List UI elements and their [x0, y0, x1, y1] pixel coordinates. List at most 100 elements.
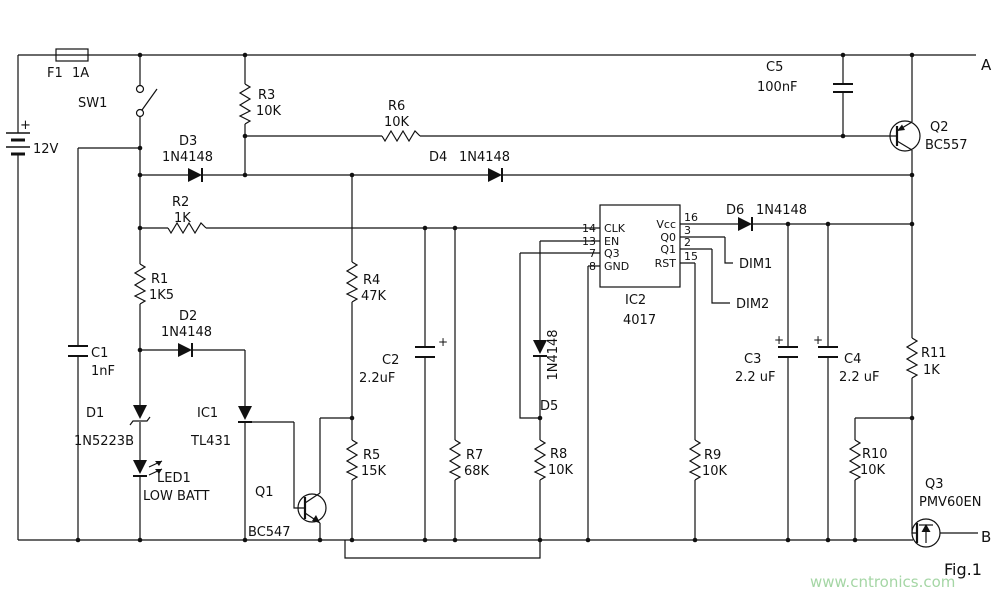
diode-d2 [178, 343, 193, 357]
d1-value-label: 1N5223B [74, 434, 134, 449]
diode-d3 [188, 168, 203, 182]
dim1-terminal-label: DIM1 [739, 257, 772, 272]
r10-value-label: 10K [860, 463, 886, 478]
resistor-r11 [905, 337, 919, 379]
fuse-f1 [55, 48, 89, 62]
diode-d4 [488, 168, 503, 182]
ic2-pin2-number: 2 [684, 236, 691, 249]
ic2-pin3-label: Q0 [660, 231, 676, 244]
r7-value-label: 68K [464, 464, 490, 479]
diode-d6 [738, 217, 753, 231]
sw1-name-label: SW1 [78, 96, 107, 111]
q1-value-label: BC547 [248, 525, 291, 540]
c3-polarity-label: + [774, 333, 784, 347]
ic2-pin3-number: 3 [684, 224, 691, 237]
terminal-b-label: B [981, 528, 991, 546]
d4-value-label: 1N4148 [459, 150, 510, 165]
resistor-r10 [848, 439, 862, 481]
resistor-r1 [133, 263, 147, 305]
led1-value-label: LOW BATT [143, 489, 210, 504]
r4-name-label: R4 [363, 273, 380, 288]
ic2-name-label: IC2 [625, 293, 646, 308]
r3-name-label: R3 [258, 88, 275, 103]
transistor-q2 [889, 120, 921, 152]
capacitor-c1 [68, 345, 88, 357]
c2-polarity-label: + [438, 335, 448, 349]
c4-polarity-label: + [813, 333, 823, 347]
resistors [133, 83, 919, 481]
r11-value-label: 1K [923, 363, 940, 378]
r8-value-label: 10K [548, 463, 574, 478]
zener-d1 [129, 405, 151, 426]
resistor-r3 [238, 83, 252, 125]
c5-value-label: 100nF [757, 80, 798, 95]
shunt-reference-ic1 [238, 406, 252, 423]
watermark-text: www.cntronics.com [810, 573, 955, 591]
ic2-pin15-label: RST [655, 257, 677, 270]
junction-dots [75, 52, 915, 543]
d4-name-label: D4 [429, 150, 447, 165]
labels: F1 1A SW1 + 12V D3 1N4148 R3 10K R6 10K … [20, 56, 992, 591]
r2-value-label: 1K [174, 211, 191, 226]
r1-value-label: 1K5 [149, 288, 174, 303]
transistor-q1 [297, 492, 327, 524]
ic2-pin14-label: CLK [604, 222, 626, 235]
c2-value-label: 2.2uF [359, 371, 395, 386]
r9-value-label: 10K [702, 464, 728, 479]
switch-sw1 [135, 84, 158, 118]
q2-value-label: BC557 [925, 138, 968, 153]
mosfet-q3 [911, 518, 941, 548]
c1-value-label: 1nF [91, 364, 115, 379]
f1-name-label: F1 [47, 66, 63, 81]
c3-name-label: C3 [744, 352, 761, 367]
c3-value-label: 2.2 uF [735, 370, 776, 385]
resistor-r9 [688, 439, 702, 481]
ic2-pin13-label: EN [604, 235, 619, 248]
ic2-pin16-number: 16 [684, 211, 698, 224]
capacitor-c4 [818, 346, 838, 358]
ic2-pin16-label: Vcc [656, 218, 676, 231]
battery-12v [6, 132, 30, 156]
r6-value-label: 10K [384, 115, 410, 130]
ic2-pin13-number: 13 [582, 235, 596, 248]
ic2-value-label: 4017 [623, 313, 656, 328]
r6-name-label: R6 [388, 99, 405, 114]
ic2-pin8-number: 8 [589, 260, 596, 273]
wires [17, 54, 978, 559]
battery-value-label: 12V [33, 142, 59, 157]
ic2-pin14-number: 14 [582, 222, 596, 235]
r3-value-label: 10K [256, 104, 282, 119]
c2-name-label: C2 [382, 353, 399, 368]
r8-name-label: R8 [550, 447, 567, 462]
r5-name-label: R5 [363, 448, 380, 463]
r5-value-label: 15K [361, 464, 387, 479]
resistor-r2 [167, 221, 207, 235]
d6-name-label: D6 [726, 203, 744, 218]
figure-caption: Fig.1 [944, 560, 982, 579]
ic2-4017-body [599, 204, 681, 288]
q1-name-label: Q1 [255, 485, 274, 500]
q2-name-label: Q2 [930, 120, 949, 135]
resistor-r5 [345, 439, 359, 481]
r2-name-label: R2 [172, 195, 189, 210]
d2-name-label: D2 [179, 309, 197, 324]
ic2-pin15-number: 15 [684, 250, 698, 263]
ic1-name-label: IC1 [197, 406, 218, 421]
r11-name-label: R11 [921, 346, 947, 361]
capacitor-c2 [415, 346, 435, 358]
ic2-pin7-label: Q3 [604, 247, 620, 260]
d2-value-label: 1N4148 [161, 325, 212, 340]
terminal-a-label: A [981, 56, 992, 74]
r10-name-label: R10 [862, 447, 888, 462]
resistor-r4 [345, 261, 359, 303]
d5-value-label: 1N4148 [546, 329, 561, 380]
c4-value-label: 2.2 uF [839, 370, 880, 385]
dim2-terminal-label: DIM2 [736, 297, 769, 312]
ic2-pin2-label: Q1 [660, 243, 676, 256]
q3-name-label: Q3 [925, 477, 944, 492]
ic2-pin8-label: GND [604, 260, 629, 273]
d3-name-label: D3 [179, 134, 197, 149]
r4-value-label: 47K [361, 289, 387, 304]
